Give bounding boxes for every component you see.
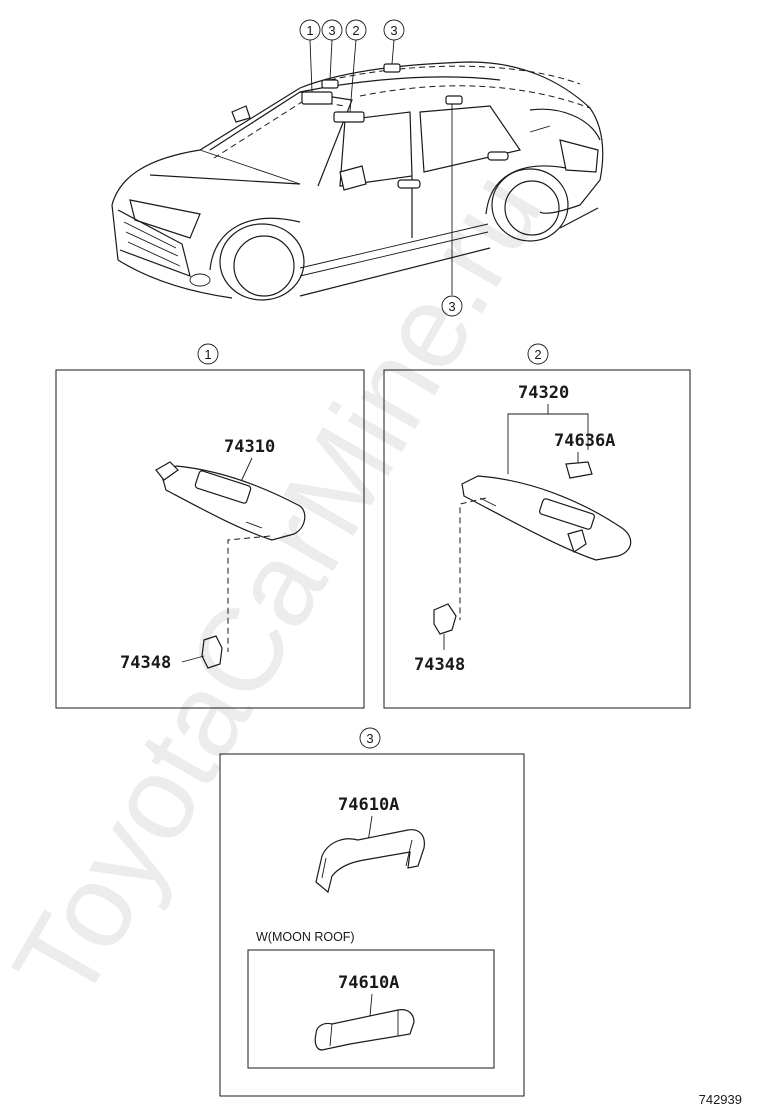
part-74636A: 74636A (554, 431, 615, 451)
moon-roof-note: W(MOON ROOF) (256, 930, 355, 944)
panel-1: 1 74310 74348 (55, 343, 365, 709)
overview-callout-1: 1 (306, 23, 313, 38)
part-74320: 74320 (518, 383, 569, 403)
part-74610A-moonroof: 74610A (338, 973, 399, 993)
panel-2: 2 74320 74636A 74348 (383, 343, 691, 709)
part-74610A: 74610A (338, 795, 399, 815)
overview-callout-4: 3 (390, 23, 397, 38)
overview-callout-5: 3 (448, 299, 455, 314)
diagram-ref: 742939 (699, 1092, 742, 1107)
part-74310: 74310 (224, 437, 275, 457)
overview-callout-3: 2 (352, 23, 359, 38)
overview-callout-2: 3 (328, 23, 335, 38)
panel-1-label: 1 (204, 347, 211, 362)
panel-3: 3 74610A W(MOON ROOF) 74610A (219, 727, 525, 1097)
panel-2-label: 2 (534, 347, 541, 362)
watermark: ToyotaCarMine.ru (0, 150, 568, 1023)
part-74348-panel2: 74348 (414, 655, 465, 675)
panel-3-label: 3 (366, 731, 373, 746)
car-overview: 1 3 2 3 3 (111, 19, 604, 317)
part-74348-panel1: 74348 (120, 653, 171, 673)
